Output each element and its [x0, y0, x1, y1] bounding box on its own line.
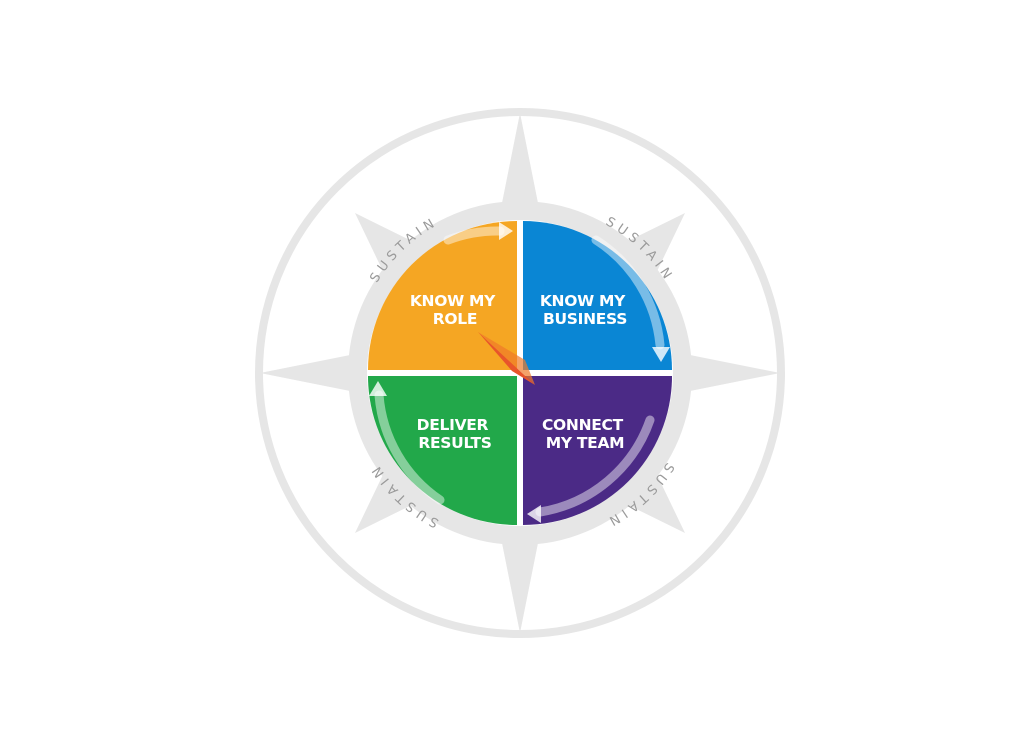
- quadrant-know-my-role[interactable]: [368, 221, 517, 370]
- quadrant-deliver-results[interactable]: [368, 376, 517, 525]
- quadrant-connect-my-team[interactable]: [523, 376, 672, 525]
- curved-arrow-icon: [374, 226, 665, 517]
- compass-needle-icon: [478, 332, 535, 385]
- label-know-my-business: KNOW MY BUSINESS: [540, 292, 630, 328]
- label-deliver-results: DELIVER RESULTS: [417, 416, 494, 452]
- arrowheads: [369, 222, 670, 523]
- quadrant-know-my-business[interactable]: [523, 221, 672, 370]
- label-know-my-role: KNOW MY ROLE: [410, 292, 500, 328]
- label-connect-my-team: CONNECT MY TEAM: [542, 416, 628, 452]
- outer-ring: [255, 108, 785, 638]
